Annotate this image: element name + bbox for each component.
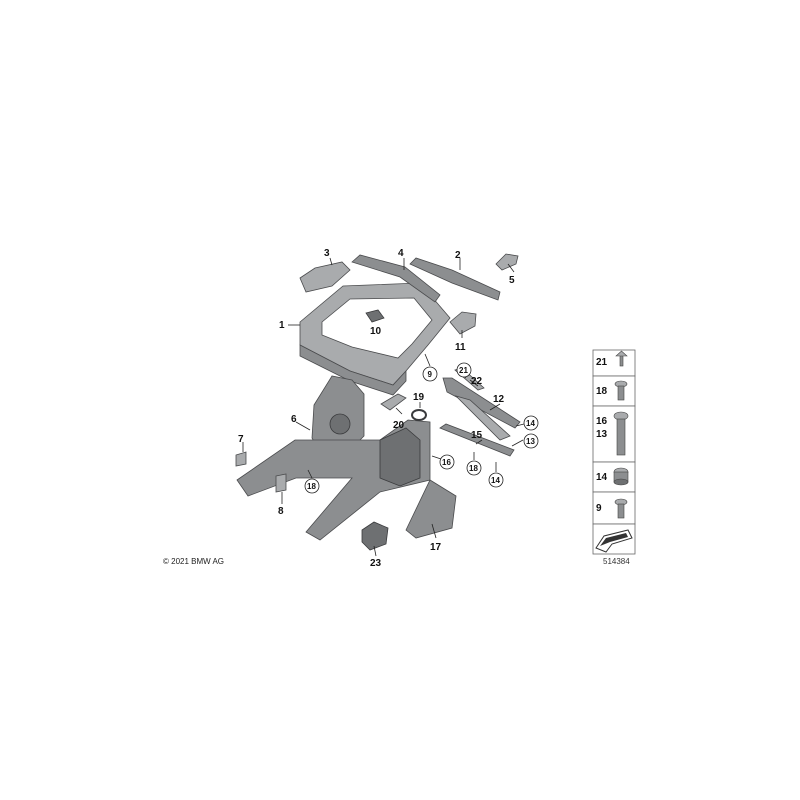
legend-16: 16 <box>596 416 608 427</box>
callout-18a-circled: 18 <box>304 478 320 494</box>
part-15-strut[interactable] <box>439 423 515 457</box>
callout-21-circled: 21 <box>456 362 472 378</box>
callout-1: 1 <box>279 320 285 331</box>
svg-text:18: 18 <box>469 464 478 473</box>
callout-17: 17 <box>430 542 442 553</box>
part-11-bracket[interactable] <box>449 311 477 335</box>
callout-20: 20 <box>393 420 405 431</box>
callout-18b-circled: 18 <box>466 460 482 476</box>
callout-8: 8 <box>278 506 284 517</box>
bolt-icon <box>614 380 628 401</box>
rivet-icon <box>615 350 628 367</box>
callout-10: 10 <box>370 326 382 337</box>
part-10-plate[interactable] <box>365 309 385 323</box>
part-23-bracket[interactable] <box>361 521 389 551</box>
callout-2: 2 <box>455 250 461 261</box>
part-12-brace[interactable] <box>454 395 511 441</box>
part-8-bracket[interactable] <box>275 473 287 493</box>
screw-icon <box>614 498 628 519</box>
callout-23: 23 <box>370 558 382 569</box>
part-5-bracket[interactable] <box>495 253 519 271</box>
part-20-bracket[interactable] <box>380 393 407 411</box>
callout-9-circled: 9 <box>422 366 438 382</box>
svg-text:13: 13 <box>526 437 535 446</box>
legend-13: 13 <box>596 429 608 440</box>
part-lower-floor-frame[interactable] <box>236 419 431 541</box>
fastener-legend: 21 18 16 13 14 9 <box>592 349 636 555</box>
callout-19: 19 <box>413 392 425 403</box>
part-17-panel[interactable] <box>405 479 457 539</box>
part-3-bracket[interactable] <box>299 261 351 293</box>
callout-14a-circled: 14 <box>523 415 539 431</box>
nut-icon <box>613 467 629 486</box>
callout-3: 3 <box>324 248 330 259</box>
callout-22: 22 <box>471 376 483 387</box>
callout-5: 5 <box>509 275 515 286</box>
legend-21: 21 <box>596 357 608 368</box>
svg-text:14: 14 <box>526 419 535 428</box>
part-4-crossmember[interactable] <box>351 254 441 303</box>
part-6-side-frame[interactable] <box>311 375 365 457</box>
legend-9: 9 <box>596 503 602 514</box>
part-19-grommet[interactable] <box>411 409 427 421</box>
diagram-number: 514384 <box>603 557 630 566</box>
direction-arrow-icon <box>595 529 633 553</box>
long-bolt-icon <box>613 411 629 456</box>
svg-text:21: 21 <box>459 366 468 375</box>
callout-14b-circled: 14 <box>488 472 504 488</box>
svg-text:18: 18 <box>307 482 316 491</box>
callout-16-circled: 16 <box>439 454 455 470</box>
callout-6: 6 <box>291 414 297 425</box>
callout-4: 4 <box>398 248 404 259</box>
callout-11: 11 <box>455 342 466 353</box>
svg-text:9: 9 <box>428 370 433 379</box>
svg-text:14: 14 <box>491 476 500 485</box>
part-rear-frame[interactable] <box>299 282 451 396</box>
callout-12: 12 <box>493 394 505 405</box>
legend-14: 14 <box>596 472 608 483</box>
part-2-crossmember[interactable] <box>409 257 501 301</box>
callout-7: 7 <box>238 434 244 445</box>
callout-13-circled: 13 <box>523 433 539 449</box>
svg-text:16: 16 <box>442 458 451 467</box>
legend-18: 18 <box>596 386 608 397</box>
part-7-bracket[interactable] <box>235 451 247 467</box>
copyright-notice: © 2021 BMW AG <box>163 557 225 566</box>
callout-15: 15 <box>471 430 483 441</box>
